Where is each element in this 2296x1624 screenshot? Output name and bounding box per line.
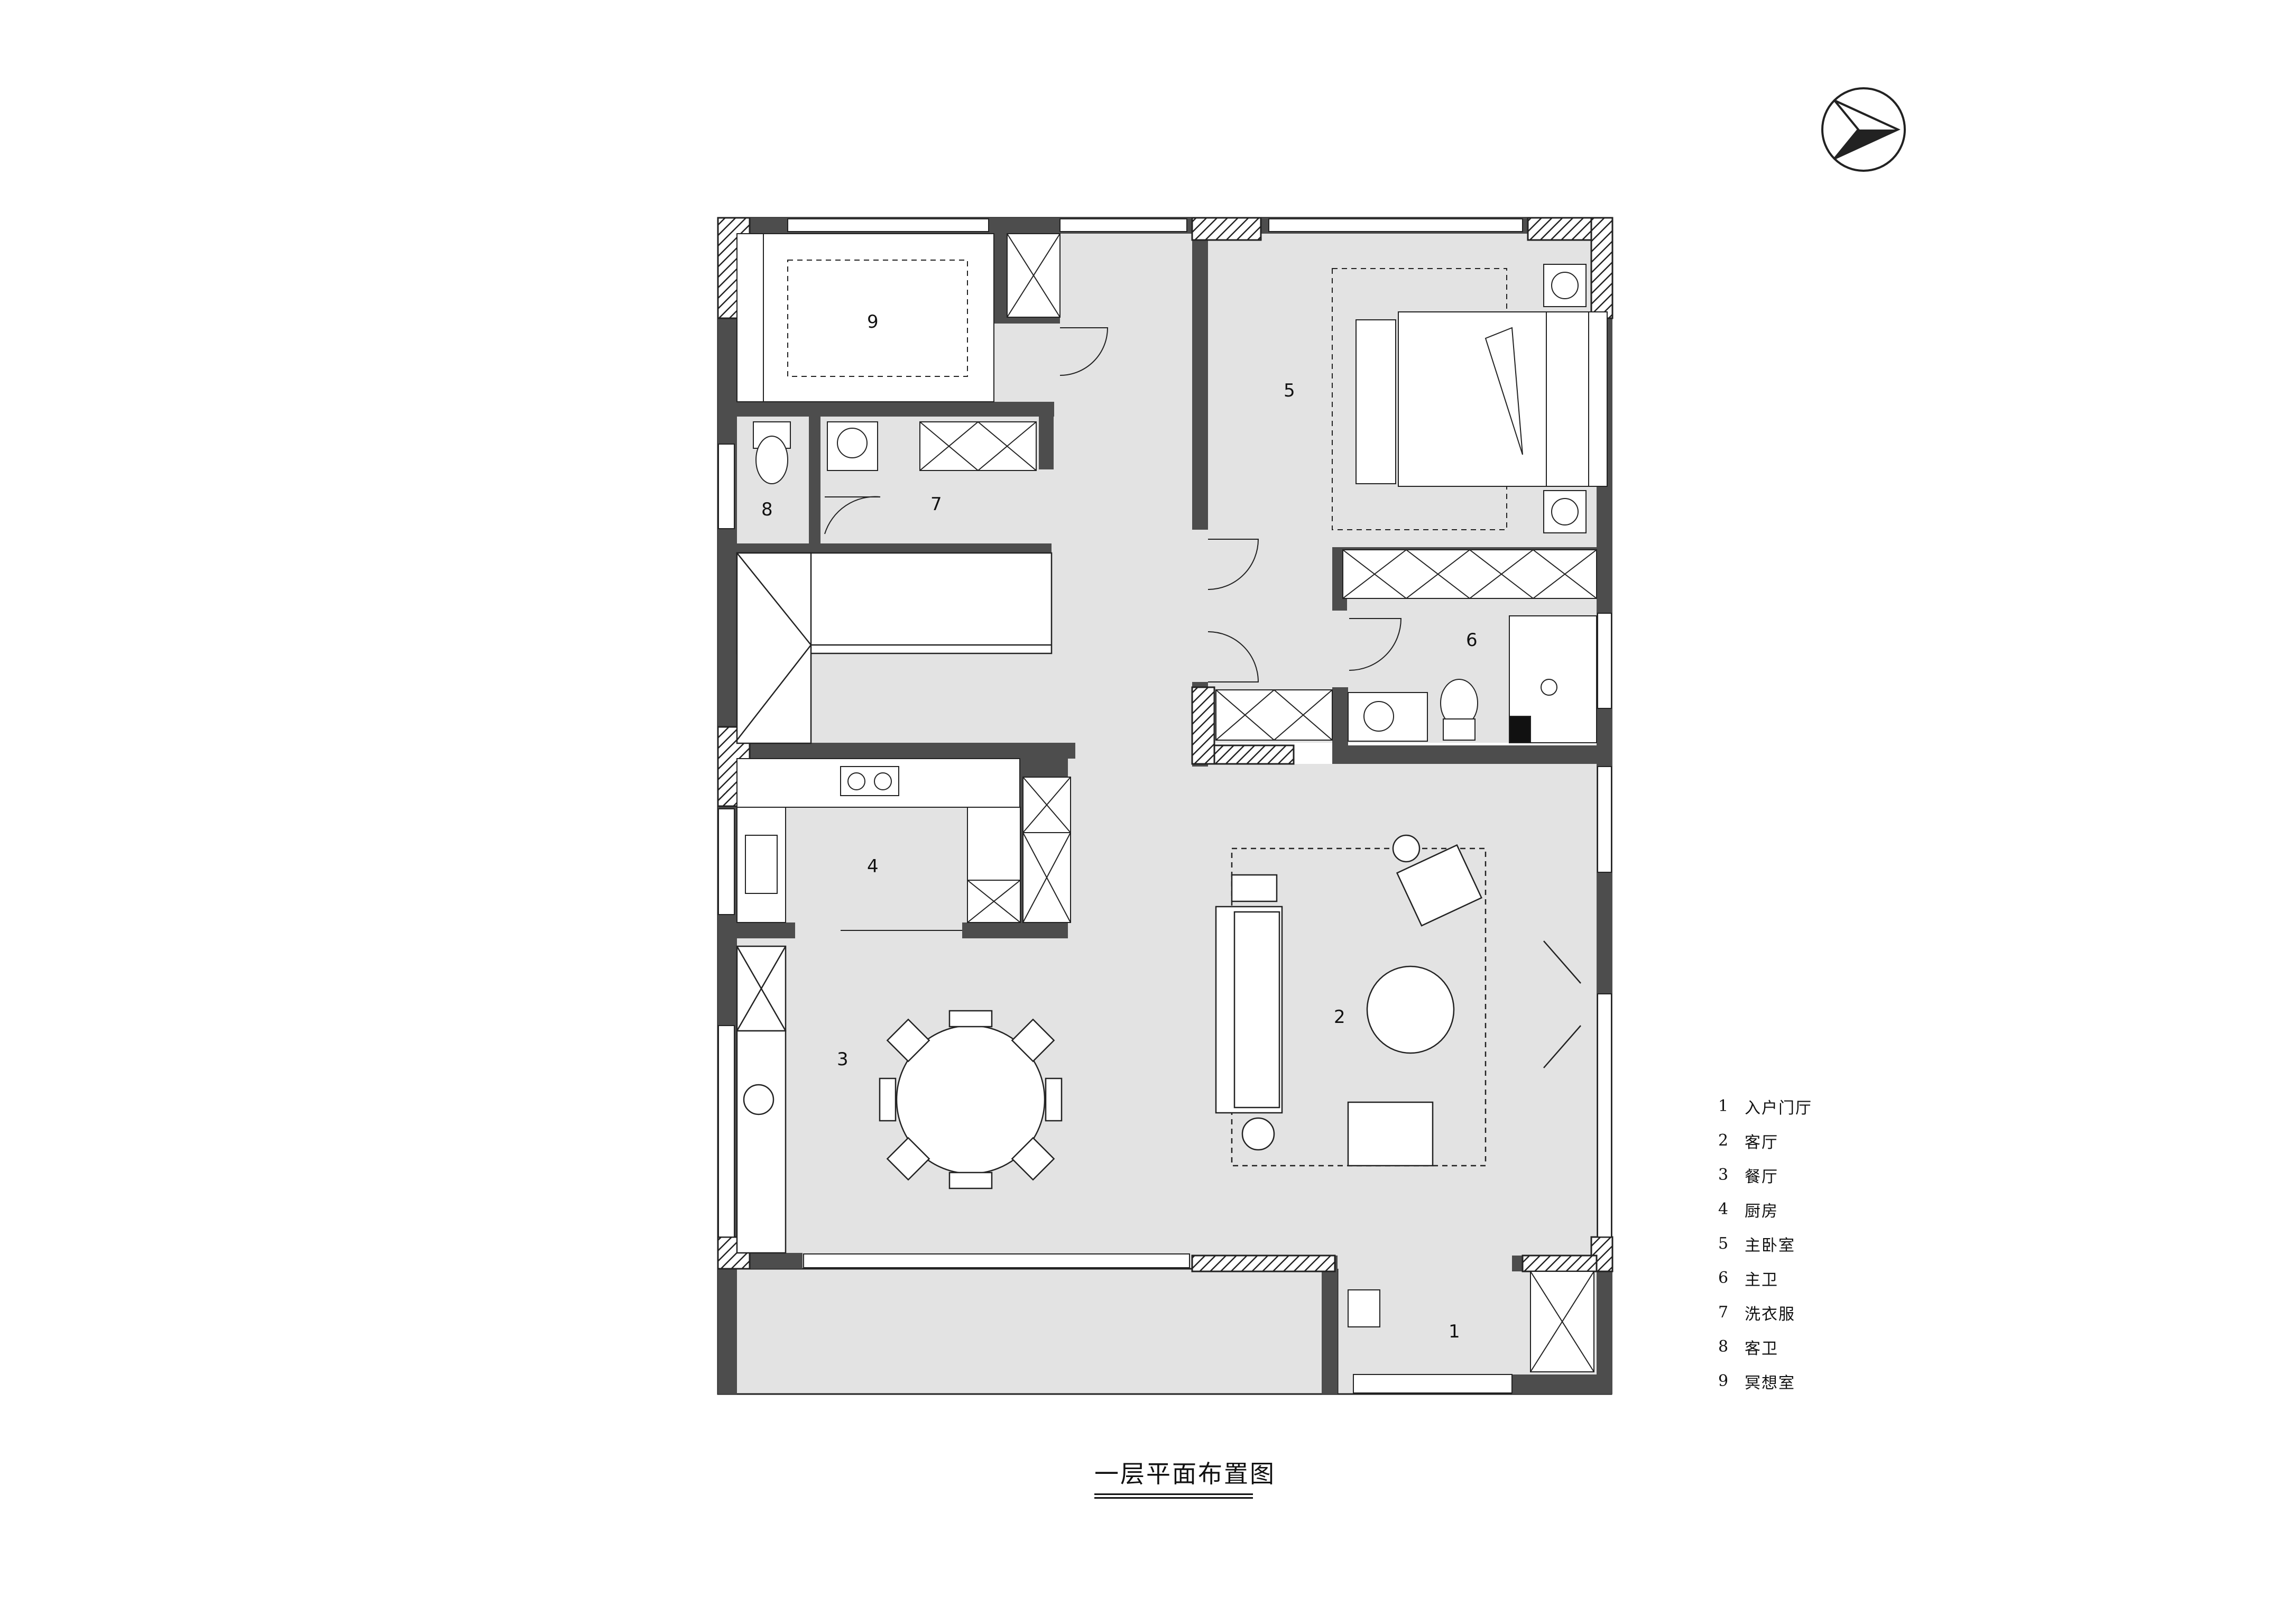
room-markers: 1 2 3 4 5 6 7 8 9: [761, 311, 1478, 1342]
kitchen: [736, 758, 1071, 931]
room-marker-8: 8: [761, 499, 773, 520]
entrance-foyer: [1348, 1271, 1594, 1372]
meditation-room: [736, 233, 1109, 402]
living-area: [1215, 834, 1581, 1167]
dining-area: [736, 945, 1063, 1254]
room-marker-2: 2: [1334, 1007, 1345, 1028]
master-bath: [1215, 615, 1597, 743]
north-arrow-icon: [1821, 87, 1906, 172]
windows: [718, 218, 1612, 1394]
staircase: [736, 552, 1053, 744]
master-bedroom: [1207, 264, 1608, 682]
guest-bath-laundry: [753, 421, 1037, 534]
room-marker-3: 3: [837, 1049, 849, 1070]
room-marker-6: 6: [1466, 630, 1478, 651]
room-marker-1: 1: [1449, 1321, 1460, 1342]
room-marker-4: 4: [867, 856, 879, 877]
title-underline: [1094, 1493, 1253, 1499]
room-marker-7: 7: [930, 494, 942, 515]
room-marker-9: 9: [867, 311, 879, 333]
plan-title: 一层平面布置图: [1094, 1460, 1276, 1488]
room-marker-5: 5: [1284, 380, 1295, 401]
